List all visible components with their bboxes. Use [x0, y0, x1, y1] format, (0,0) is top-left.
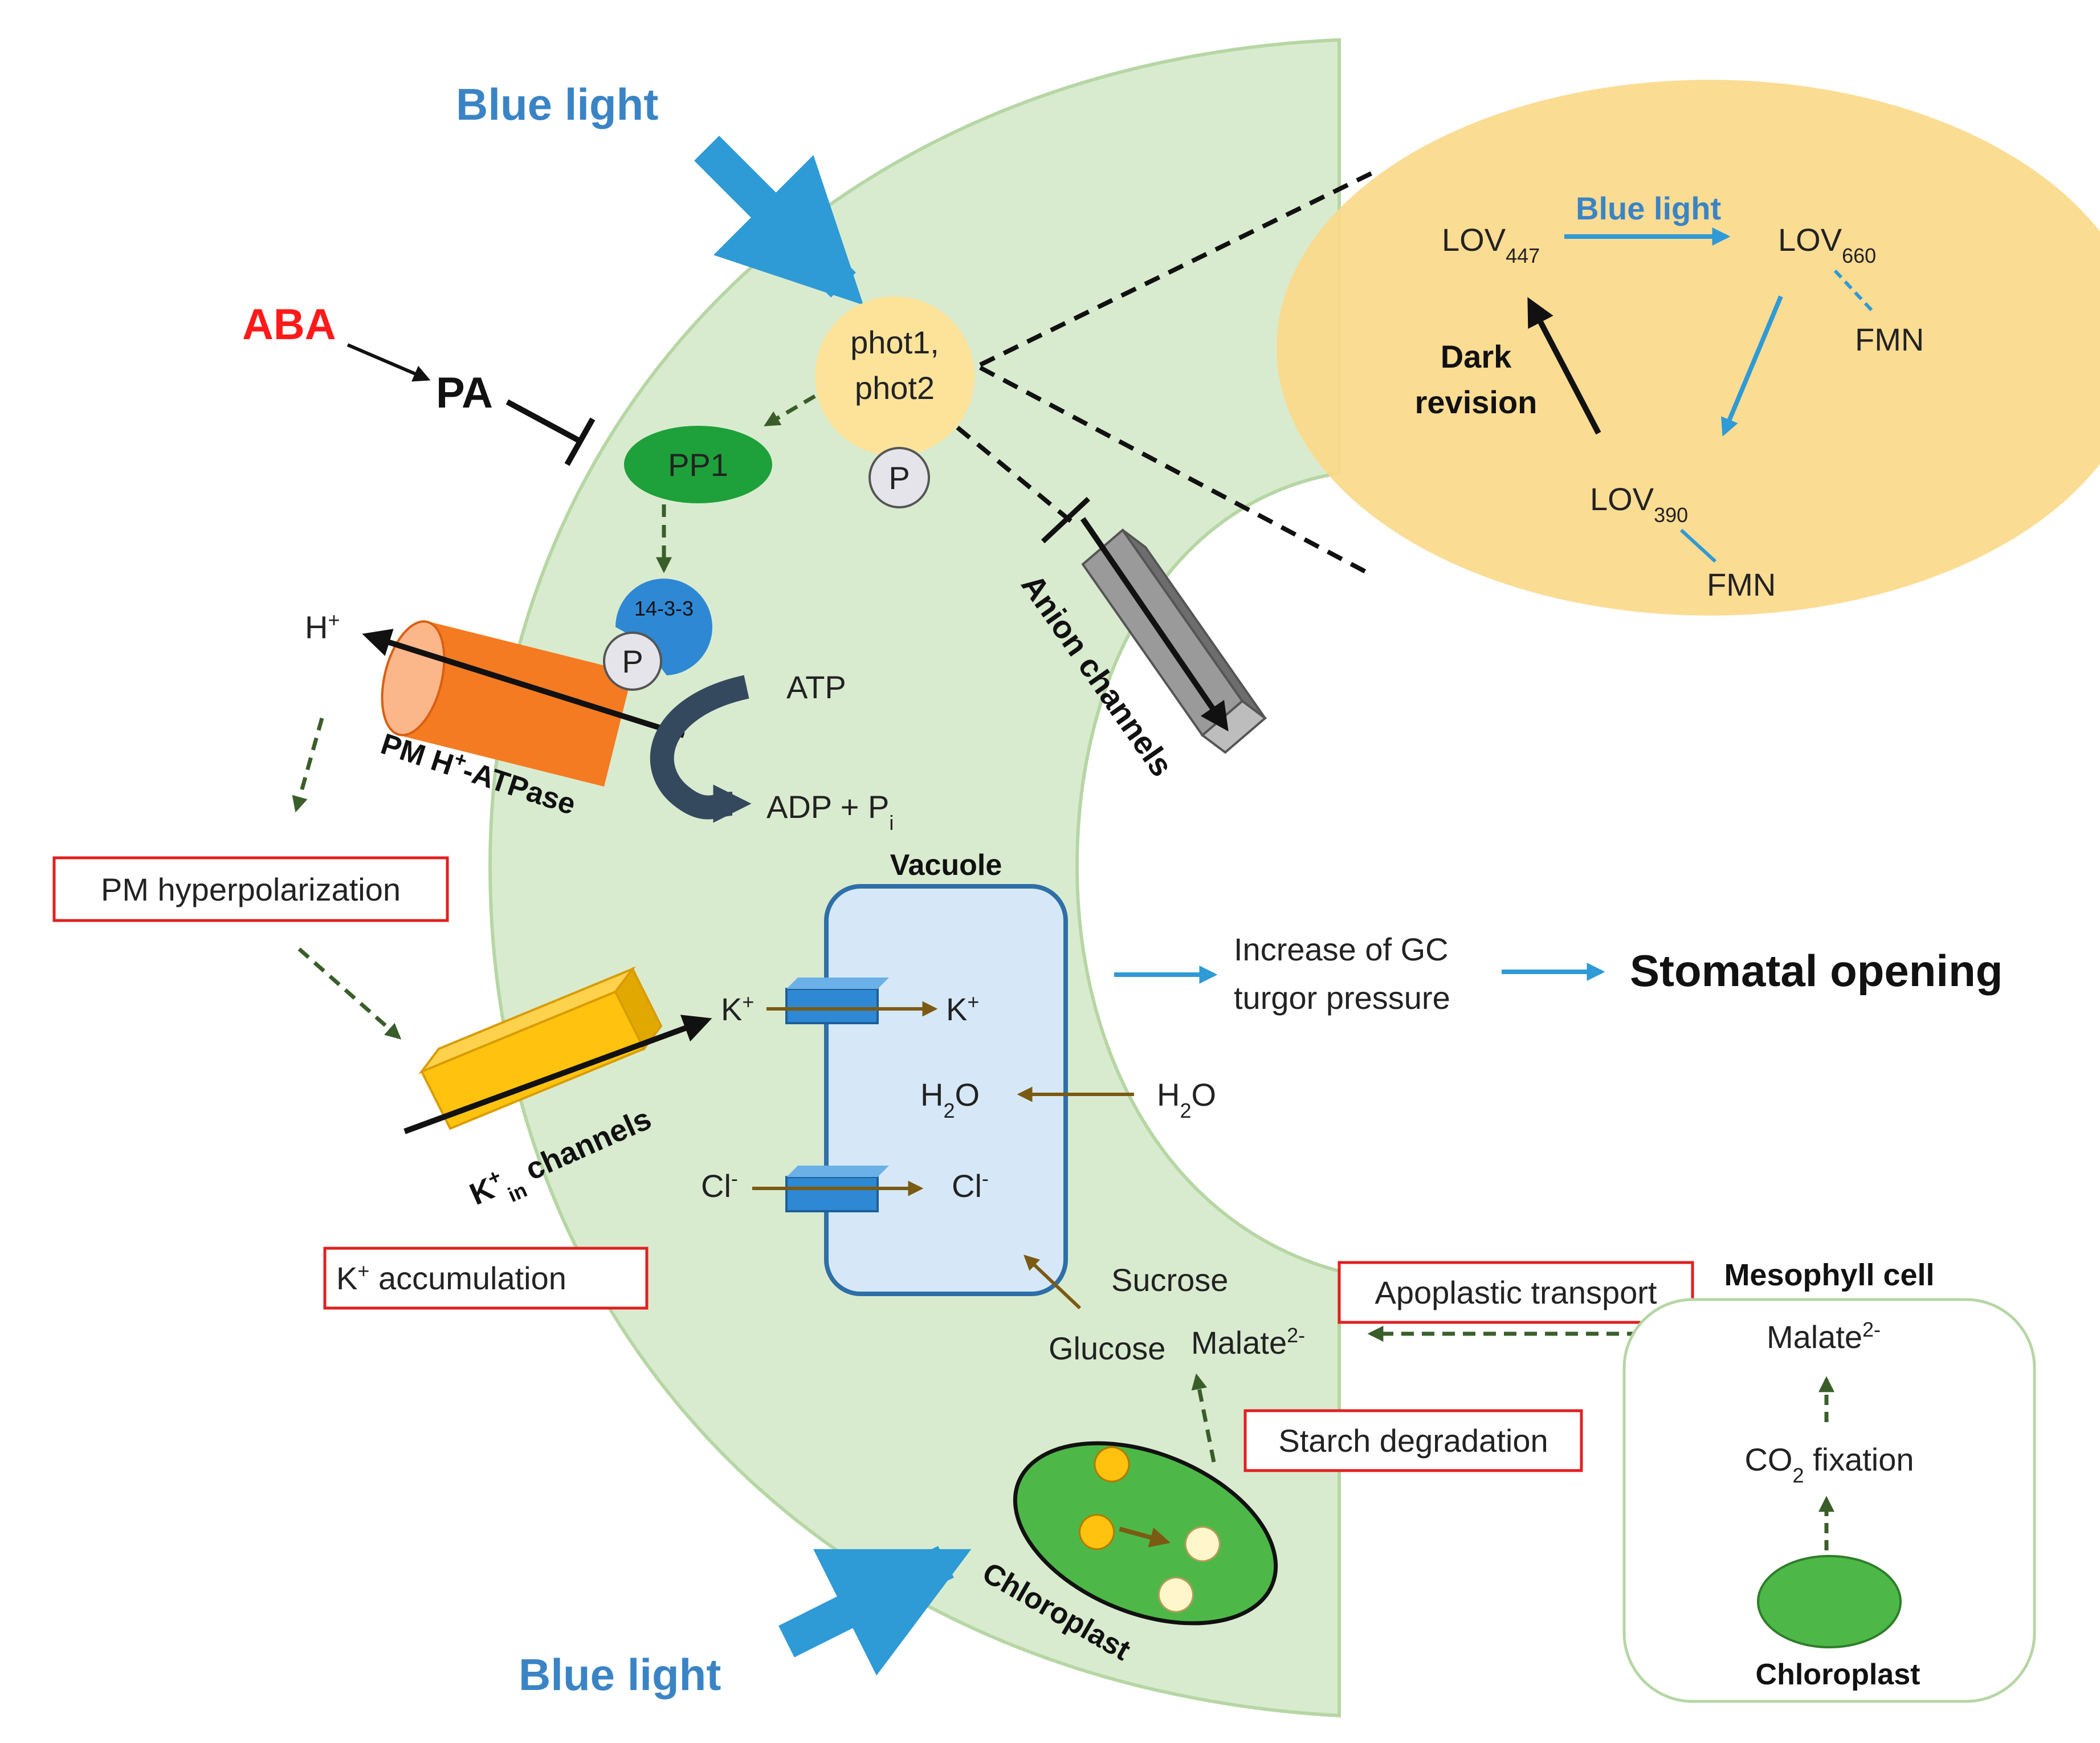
k-cytosol-label: K+ [721, 990, 754, 1028]
aba-to-pa-arrow [346, 343, 431, 382]
dark-revision-arrow [1527, 297, 1601, 435]
k-vacuole-label: K+ [946, 990, 979, 1028]
pa-inhibition-bar [564, 417, 596, 466]
proton-pump-arrow [362, 629, 685, 738]
h-plus-label: H+ [305, 608, 340, 646]
atpase-to-hyper-arrow [292, 718, 324, 813]
phot-node [815, 296, 974, 456]
phot-to-pp1-arrow [764, 394, 816, 427]
h2o-vacuole-label: H2O [920, 1077, 980, 1122]
aba-label: ABA [242, 300, 336, 349]
14-3-3-protein [615, 579, 712, 675]
mesophyll-cell-label: Mesophyll cell [1724, 1258, 1934, 1292]
blue-light-label-top: Blue light [456, 79, 658, 129]
mesophyll-chloroplast-label: Chloroplast [1756, 1658, 1920, 1691]
blue-light-arrow-top [694, 136, 864, 306]
blue-light-label-bottom: Blue light [519, 1650, 721, 1700]
fmn-bottom-label: FMN [1707, 567, 1776, 602]
chloroplast-to-sugar-arrow [1191, 1373, 1216, 1463]
lov660-fmn-bond [1833, 269, 1874, 312]
k-in-channel [418, 966, 663, 1130]
atp-label: ATP [786, 669, 846, 705]
k-accumulation-label: K+ accumulation [336, 1259, 566, 1297]
dark-label: Dark [1441, 339, 1512, 374]
starch-degradation-box [1243, 1409, 1583, 1472]
phot-anion-bar [1041, 496, 1091, 544]
revision-label: revision [1415, 384, 1538, 420]
zoom-line-top [979, 169, 1377, 367]
h2o-outside-label: H2O [1157, 1077, 1216, 1122]
co2-fixation-label: CO2 fixation [1744, 1441, 1914, 1487]
pa-label: PA [436, 369, 493, 417]
pa-inhibition [505, 399, 583, 445]
gc-chloroplast [1013, 1441, 1278, 1626]
malate-mesophyll-label: Malate2- [1767, 1318, 1881, 1355]
pp1-node [624, 426, 772, 503]
pm-hyperpolarization-label: PM hyperpolarization [101, 872, 401, 907]
vacuole [824, 884, 1068, 1296]
vacuole-label: Vacuole [890, 849, 1002, 882]
adp-label: ADP + Pi [766, 789, 894, 834]
k-influx-arrow [403, 1015, 712, 1134]
phot1-label: phot1, [850, 324, 939, 360]
cl-cytosol-label: Cl- [701, 1167, 738, 1204]
pm-hyperpolarization-box [52, 856, 449, 922]
sucrose-label: Sucrose [1111, 1262, 1228, 1298]
malate-gc-label: Malate2- [1191, 1323, 1305, 1361]
stomatal-opening-label: Stomatal opening [1630, 946, 2003, 996]
pp1-label: PP1 [668, 447, 728, 483]
phot-phosphate-label: P [888, 460, 910, 496]
starch-degradation-label: Starch degradation [1278, 1423, 1548, 1459]
lov-blue-light-label: Blue light [1576, 190, 1721, 226]
fmn-top-label: FMN [1855, 321, 1924, 357]
sugar-into-vacuole-arrow [1024, 1255, 1082, 1310]
atpase-phosphate-label: P [622, 644, 643, 679]
increase-gc-label-1: Increase of GC [1234, 931, 1449, 967]
lov390-fmn-bond [1679, 528, 1717, 563]
14-3-3-label: 14-3-3 [634, 597, 694, 620]
lov-photocycle-bg [1277, 80, 2100, 616]
k-accumulation-box [323, 1247, 649, 1310]
vacuole-cl-transporter [785, 1166, 889, 1212]
anion-flux-arrow [1080, 517, 1229, 732]
lov660-to-lov390-arrow [1721, 295, 1783, 437]
phot-phosphate [868, 447, 930, 508]
increase-gc-label-2: turgor pressure [1234, 980, 1450, 1016]
apoplastic-transport-box [1338, 1261, 1694, 1324]
hyper-to-kchannel-arrow [297, 947, 402, 1040]
atpase-phosphate [603, 632, 662, 691]
blue-light-arrow-bottom [778, 1546, 972, 1676]
atp-hydrolysis-arrow [650, 675, 752, 823]
apoplastic-transport-label: Apoplastic transport [1375, 1274, 1657, 1310]
lov660-label: LOV660 [1778, 222, 1876, 267]
lov447-label: LOV447 [1442, 222, 1540, 267]
lov390-label: LOV390 [1590, 481, 1688, 527]
phot2-label: phot2 [855, 370, 935, 406]
mesophyll-chloroplast [1757, 1555, 1902, 1648]
zoom-line-bottom [979, 365, 1369, 575]
vacuole-k-transporter [785, 978, 889, 1024]
cl-vacuole-label: Cl- [952, 1167, 989, 1204]
glucose-label: Glucose [1049, 1330, 1165, 1366]
